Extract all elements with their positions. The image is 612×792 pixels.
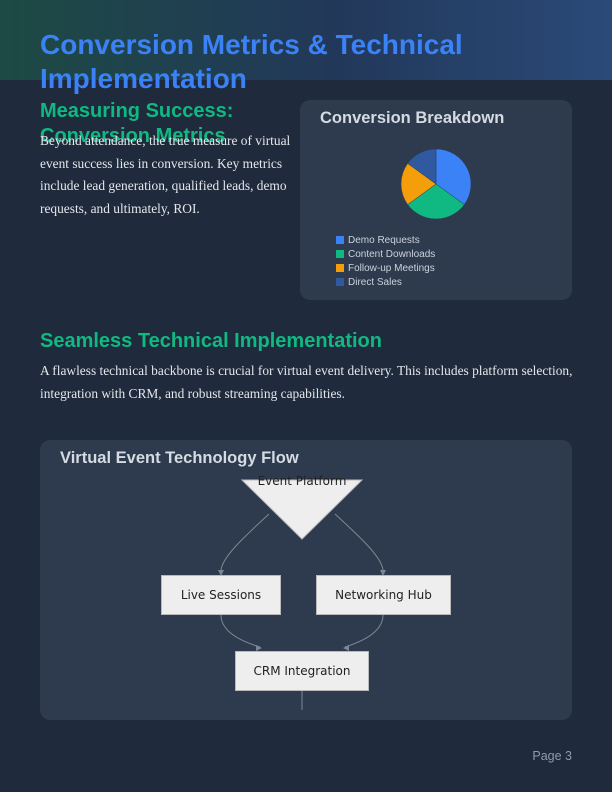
legend-swatch [336,264,344,272]
legend-label: Direct Sales [348,276,402,288]
pie-slice-demo-requests [435,148,472,205]
node-crm-integration: CRM Integration [235,651,369,691]
legend-label: Demo Requests [348,234,420,246]
legend-swatch [336,250,344,258]
legend-label: Follow-up Meetings [348,262,435,274]
legend-item: Demo Requests [336,233,435,247]
legend-swatch [336,278,344,286]
technical-implementation-heading: Seamless Technical Implementation [40,330,382,352]
legend-label: Content Downloads [348,248,436,260]
measuring-success-heading: Measuring Success: Conversion Metrics [40,100,234,147]
node-event-platform: Event Platform [257,474,347,488]
arrowhead-live [218,570,224,576]
edge-platform-to-live [220,513,270,572]
flow-connectors [218,479,386,710]
node-networking-hub: Networking Hub [316,575,451,615]
conversion-pie-chart [400,148,472,220]
legend-item: Follow-up Meetings [336,261,435,275]
technical-implementation-text: A flawless technical backbone is crucial… [40,363,573,401]
event-platform-node-shape [240,479,364,540]
measuring-success-text: Beyond attendance, the true measure of v… [40,133,291,216]
pie-slice-content-downloads [407,183,465,220]
node-live-sessions: Live Sessions [161,575,281,615]
edge-live-to-crm [220,614,261,648]
page-number: Page 3 [532,749,572,763]
legend-swatch [336,236,344,244]
technology-flow-card: Virtual Event Technology Flow Event Plat… [40,440,572,720]
edge-platform-to-networking [334,513,384,572]
header-band [0,0,612,80]
edge-networking-to-crm [344,614,384,648]
arrowhead-crm-left [256,645,262,651]
arrowhead-networking [380,570,386,576]
technology-flow-title: Virtual Event Technology Flow [60,449,299,467]
pie-slice-direct-sales [407,148,437,185]
page-title: Conversion Metrics & Technical Implement… [40,29,463,94]
legend-item: Content Downloads [336,247,435,261]
pie-slice-follow-up-meetings [400,163,437,205]
arrowhead-crm-right [343,645,349,651]
legend-item: Direct Sales [336,275,435,289]
conversion-breakdown-title: Conversion Breakdown [320,109,505,127]
